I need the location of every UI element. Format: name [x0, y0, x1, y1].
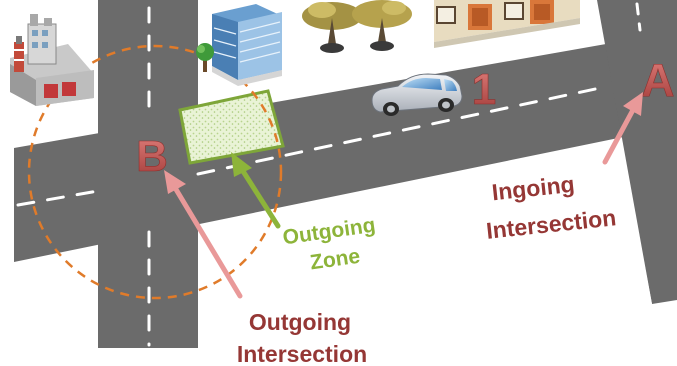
cross-road-a [597, 0, 677, 304]
trees-icon [302, 0, 412, 53]
outgoing-intersection-label-line2: Intersection [237, 341, 367, 366]
ingoing-intersection-arrow [602, 92, 643, 165]
outgoing-zone-label-line1: Outgoing [281, 214, 377, 250]
cross-road-a-centerline [635, 2, 642, 32]
outgoing-intersection-label: Outgoing Intersection [237, 309, 367, 366]
outgoing-zone-label: Outgoing Zone [281, 214, 377, 275]
outgoing-zone-arrow [231, 152, 281, 229]
right-lot [598, 156, 652, 306]
factory-icon [10, 14, 94, 106]
main-road-centerline [16, 189, 100, 207]
road-network [14, 0, 677, 348]
main-road-centerline [196, 86, 602, 176]
ingoing-intersection-label: Ingoing Intersection [485, 171, 617, 244]
ingoing-intersection-label-line2: Intersection [485, 204, 617, 243]
lane-markings [16, 2, 642, 347]
road-number-label: 1 [472, 65, 496, 114]
intersection-a-letter: A [641, 54, 674, 106]
intersection-b-letter: B [136, 132, 168, 181]
outgoing-zone-area [178, 89, 285, 165]
townhouses-icon [434, 0, 580, 48]
ingoing-intersection-label-line1: Ingoing [491, 171, 576, 206]
office-building-icon [196, 4, 282, 86]
outgoing-intersection-arrow [164, 170, 243, 299]
intersection-b-radius [27, 44, 283, 300]
outgoing-intersection-label-line1: Outgoing [249, 309, 351, 335]
outgoing-zone-label-line2: Zone [309, 245, 362, 275]
car-icon [371, 73, 463, 116]
